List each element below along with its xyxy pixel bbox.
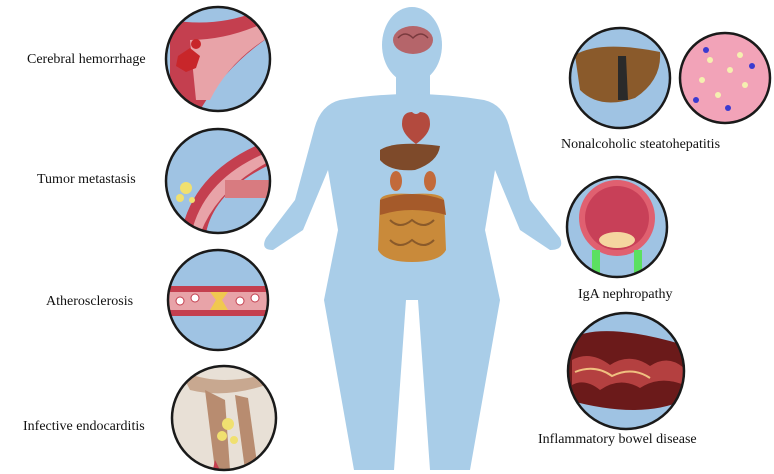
iga-nephropathy-illustration [567, 177, 667, 280]
inflammatory-bowel-illustration [568, 313, 684, 429]
label-infective-endocarditis: Infective endocarditis [23, 419, 145, 435]
tumor-metastasis-illustration [166, 129, 285, 240]
atherosclerosis-illustration [160, 250, 280, 350]
steatohepatitis-liver-illustration [570, 28, 670, 128]
label-cerebral-hemorrhage: Cerebral hemorrhage [27, 52, 146, 68]
label-atherosclerosis: Atherosclerosis [46, 294, 133, 310]
label-iga-nephropathy: IgA nephropathy [578, 287, 672, 303]
label-nonalcoholic-steatohepatitis: Nonalcoholic steatohepatitis [561, 137, 720, 153]
infective-endocarditis-illustration [172, 366, 280, 474]
brain-organ [393, 26, 433, 54]
label-tumor-metastasis: Tumor metastasis [37, 172, 136, 188]
cerebral-hemorrhage-illustration [166, 0, 280, 111]
intestine-organ [378, 194, 446, 262]
label-inflammatory-bowel-disease: Inflammatory bowel disease [538, 432, 697, 448]
steatohepatitis-cells-illustration [680, 33, 770, 123]
